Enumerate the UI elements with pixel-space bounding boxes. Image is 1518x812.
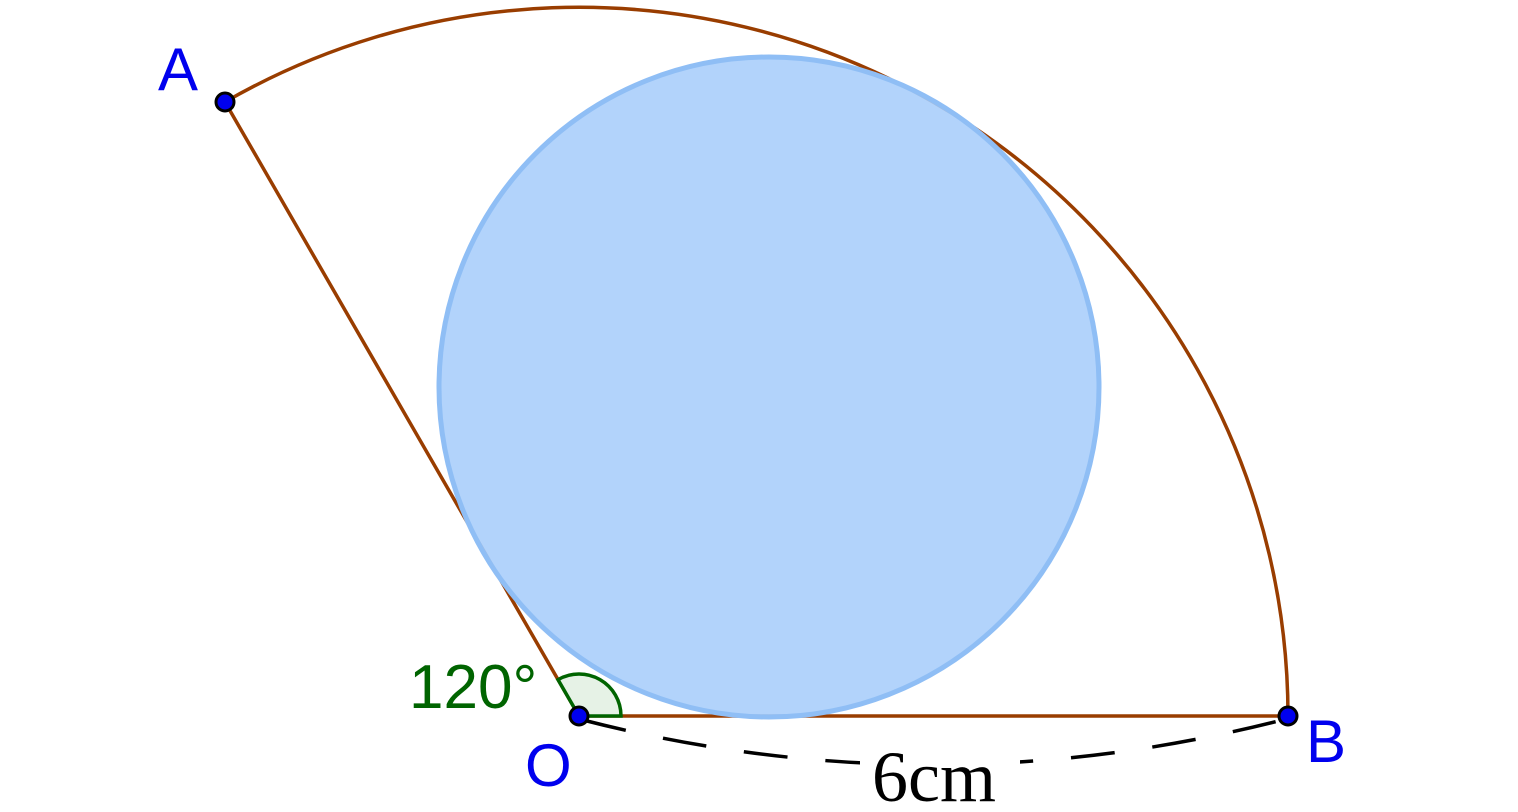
point-o[interactable] [568,705,590,727]
angle-label: 120° [409,653,537,722]
angle-arc-120 [555,672,623,718]
point-a[interactable] [214,91,236,113]
radius-oa [223,100,581,718]
length-label-bg [860,742,1020,812]
inscribed-circle [436,54,1102,720]
point-b-label: B [1306,708,1346,775]
point-o-label: O [525,732,572,799]
point-b[interactable] [1277,705,1299,727]
angle-marker [555,672,623,718]
length-label: 6cm [872,737,996,812]
point-a-label: A [158,36,198,103]
